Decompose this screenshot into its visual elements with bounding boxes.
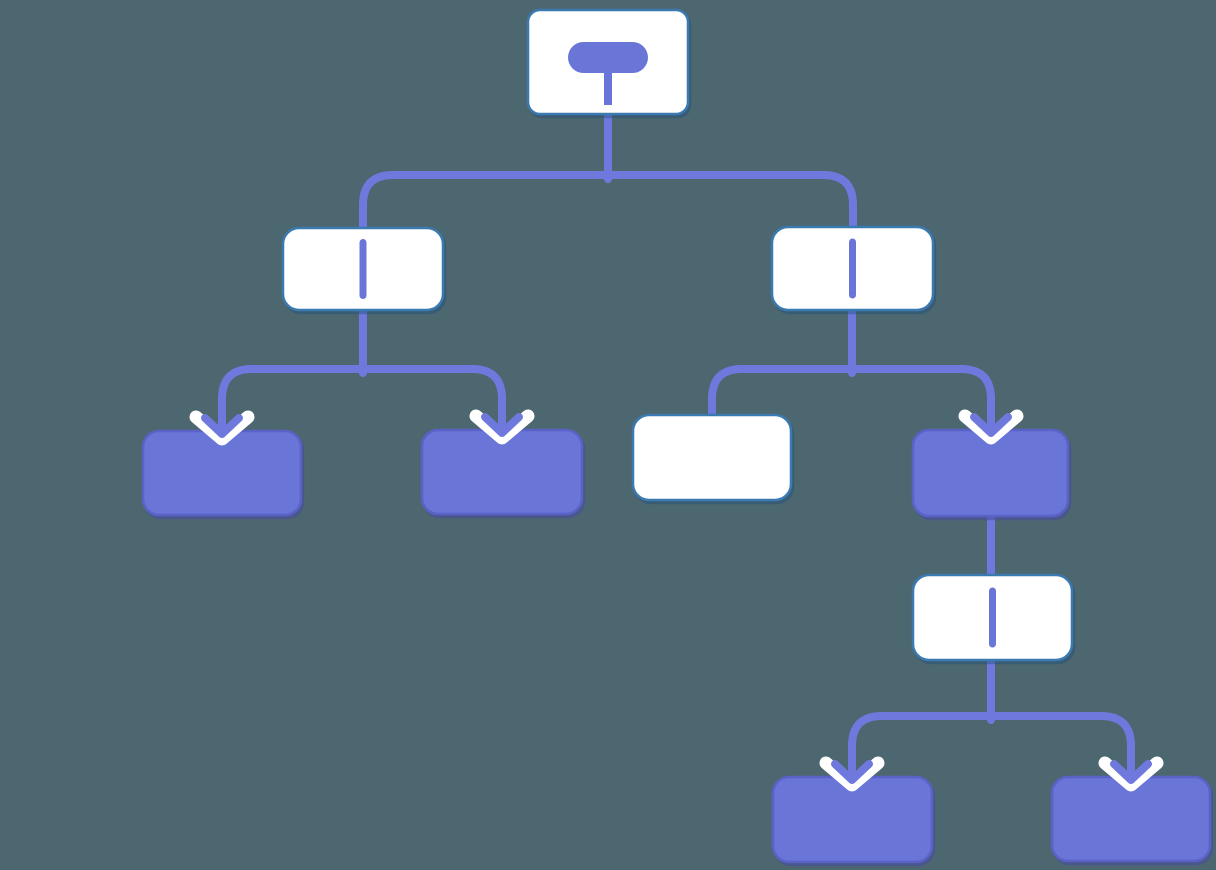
edge-right-split (708, 365, 995, 439)
edge-level1-split (359, 171, 857, 231)
divider-bar-icon (989, 587, 996, 648)
edge-bottom-split (848, 712, 1135, 786)
arrowhead-icon (831, 760, 873, 784)
edge-left-split (218, 365, 506, 439)
divider-bar-icon (359, 239, 367, 299)
arrow-chevron-icon (1098, 756, 1164, 792)
node-child-right-plain[interactable] (631, 413, 793, 502)
root-topic-stem (604, 72, 612, 105)
arrow-chevron-icon (469, 409, 535, 445)
arrowhead-icon (481, 413, 523, 437)
arrow-chevron-icon (819, 756, 885, 792)
arrowhead-icon (970, 413, 1012, 437)
arrowhead-icon (1110, 760, 1152, 784)
arrow-chevron-icon (189, 410, 255, 446)
arrow-chevron-icon (958, 409, 1024, 445)
root-topic-icon (568, 42, 648, 73)
arrowhead-icon (201, 414, 243, 438)
divider-bar-icon (849, 238, 856, 299)
